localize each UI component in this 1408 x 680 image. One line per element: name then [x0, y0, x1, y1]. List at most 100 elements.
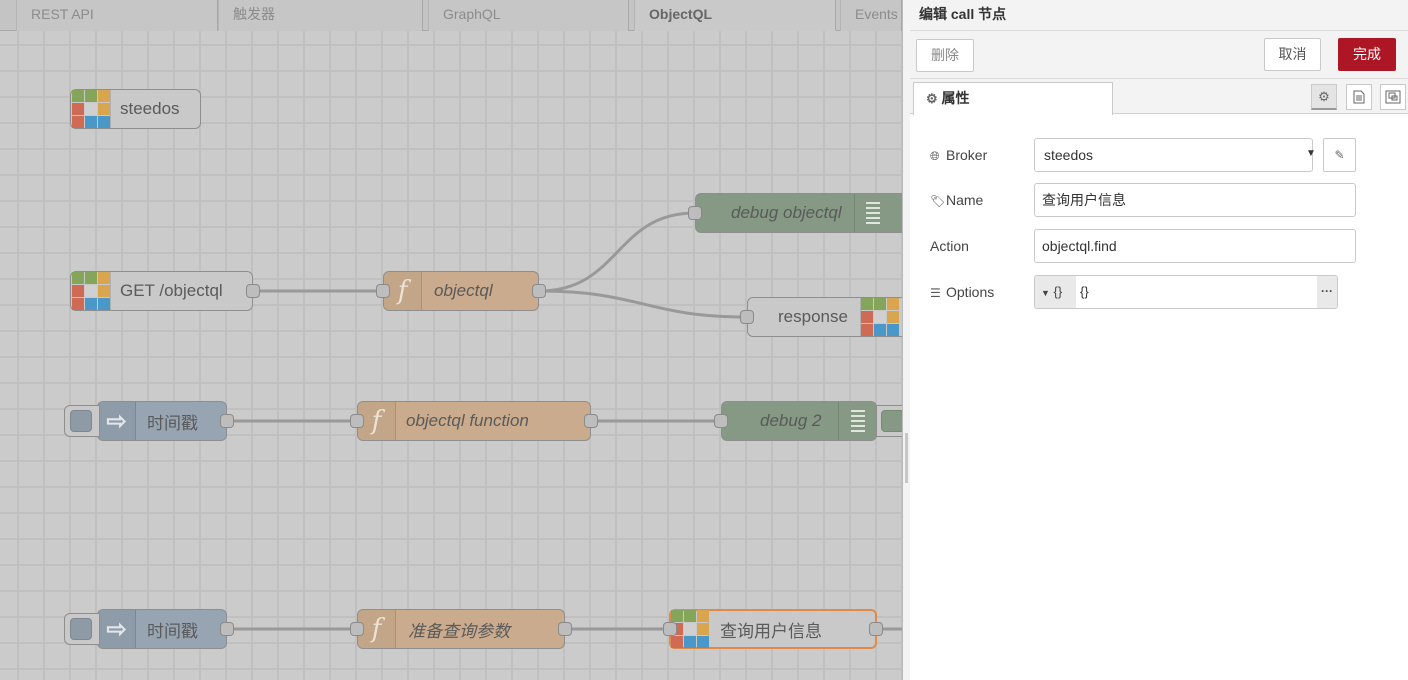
- node-steedos[interactable]: steedos: [70, 89, 201, 129]
- name-input[interactable]: [1034, 183, 1356, 217]
- node-label: objectql function: [406, 411, 529, 430]
- logo-tile: [861, 324, 874, 336]
- logo-tile: [874, 324, 887, 336]
- globe-icon: 🌐︎: [930, 149, 940, 163]
- steedos-logo-icon: [71, 272, 111, 310]
- logo-tile: [683, 610, 696, 622]
- action-row: Action: [930, 229, 1390, 263]
- function-icon: f: [384, 272, 422, 310]
- logo-tile: [71, 116, 84, 128]
- tray-toolbar: 删除 取消 完成: [910, 31, 1408, 79]
- logo-tile: [84, 103, 97, 115]
- node-debug-2[interactable]: debug 2: [714, 401, 902, 441]
- node-function-objectql[interactable]: f objectql: [376, 271, 546, 311]
- expand-editor-ellipsis-icon[interactable]: ···: [1317, 276, 1337, 308]
- gear-icon: ⚙: [926, 91, 938, 106]
- tab-rest-api[interactable]: REST API: [16, 0, 218, 31]
- broker-select[interactable]: steedos: [1034, 138, 1313, 172]
- action-input[interactable]: [1034, 229, 1356, 263]
- debug-toggle-button[interactable]: [876, 405, 902, 437]
- tab-objectql[interactable]: ObjectQL: [634, 0, 836, 31]
- output-port[interactable]: [584, 414, 598, 428]
- input-port[interactable]: [376, 284, 390, 298]
- input-port[interactable]: [350, 622, 364, 636]
- node-appearance-frame-icon[interactable]: [1380, 84, 1406, 110]
- tab-label: 属性: [941, 90, 970, 106]
- delete-button[interactable]: 删除: [916, 39, 974, 72]
- tray-title: 编辑 call 节点: [910, 0, 1408, 31]
- logo-tile: [84, 90, 97, 102]
- logo-tile: [670, 636, 683, 648]
- output-port[interactable]: [246, 284, 260, 298]
- output-port[interactable]: [532, 284, 546, 298]
- logo-tile: [84, 116, 97, 128]
- node-label: 准备查询参数: [408, 621, 510, 641]
- edit-broker-pencil-icon[interactable]: ✎: [1323, 138, 1356, 172]
- node-properties-gear-icon[interactable]: ⚙: [1311, 84, 1337, 110]
- node-label: response: [778, 307, 848, 326]
- node-label: objectql: [434, 281, 493, 300]
- node-http-response[interactable]: response: [740, 297, 902, 337]
- options-value[interactable]: {}: [1080, 284, 1089, 299]
- node-label: 时间戳: [147, 621, 198, 641]
- node-inject-1[interactable]: ⇨ 时间戳: [64, 401, 234, 441]
- function-icon: f: [358, 610, 396, 648]
- logo-tile: [887, 298, 900, 310]
- steedos-logo-icon: [859, 298, 900, 336]
- name-row: 🏷︎Name: [930, 183, 1390, 217]
- input-port[interactable]: [714, 414, 728, 428]
- node-label: steedos: [120, 99, 180, 118]
- logo-tile: [683, 623, 696, 635]
- flow-canvas[interactable]: [0, 31, 902, 680]
- node-function-objectql-function[interactable]: f objectql function: [350, 401, 598, 441]
- inject-trigger-button[interactable]: [64, 405, 100, 437]
- logo-tile: [861, 311, 874, 323]
- broker-label: 🌐︎Broker: [930, 138, 987, 173]
- node-debug-objectql[interactable]: debug objectql: [688, 193, 902, 233]
- output-port[interactable]: [220, 622, 234, 636]
- tab-trigger[interactable]: 触发器: [218, 0, 423, 31]
- logo-tile: [84, 285, 97, 297]
- tag-icon: 🏷︎: [930, 194, 946, 208]
- input-port[interactable]: [663, 622, 677, 636]
- node-http-in[interactable]: GET /objectql: [70, 271, 260, 311]
- tray-tabs: ⚙ 属性 ⚙: [910, 79, 1408, 115]
- logo-tile: [97, 103, 110, 115]
- output-port[interactable]: [558, 622, 572, 636]
- logo-tile: [874, 311, 887, 323]
- logo-tile: [97, 285, 110, 297]
- node-inject-2[interactable]: ⇨ 时间戳: [64, 609, 234, 649]
- input-port[interactable]: [350, 414, 364, 428]
- logo-tile: [887, 324, 900, 336]
- output-port[interactable]: [220, 414, 234, 428]
- name-label: 🏷︎Name: [930, 183, 983, 218]
- cancel-button[interactable]: 取消: [1264, 38, 1321, 71]
- node-label: debug objectql: [731, 203, 842, 222]
- logo-tile: [683, 636, 696, 648]
- logo-tile: [97, 116, 110, 128]
- tab-graphql[interactable]: GraphQL: [428, 0, 629, 31]
- tab-properties[interactable]: ⚙ 属性: [913, 82, 1113, 115]
- inject-trigger-button[interactable]: [64, 613, 100, 645]
- options-type-select[interactable]: ▼ {}: [1035, 276, 1076, 308]
- caret-down-icon: ▼: [1041, 288, 1050, 298]
- input-port[interactable]: [740, 310, 754, 324]
- arrow-right-icon: ⇨: [98, 610, 136, 648]
- debug-list-icon: [853, 194, 892, 232]
- output-port[interactable]: [869, 622, 883, 636]
- node-function-prepare[interactable]: f 准备查询参数: [350, 609, 572, 649]
- arrow-right-icon: ⇨: [98, 402, 136, 440]
- input-port[interactable]: [688, 206, 702, 220]
- node-call-selected[interactable]: 查询用户信息: [663, 609, 883, 649]
- panel-resize-divider[interactable]: [902, 0, 910, 680]
- node-label: debug 2: [760, 411, 822, 430]
- workspace-tabs: REST API 触发器 GraphQL ObjectQL Events: [0, 0, 902, 31]
- done-button[interactable]: 完成: [1338, 38, 1396, 71]
- logo-tile: [887, 311, 900, 323]
- tab-events[interactable]: Events: [840, 0, 902, 31]
- resize-handle[interactable]: [905, 433, 908, 483]
- logo-tile: [71, 285, 84, 297]
- node-description-document-icon[interactable]: [1346, 84, 1372, 110]
- logo-tile: [696, 636, 709, 648]
- logo-tile: [97, 90, 110, 102]
